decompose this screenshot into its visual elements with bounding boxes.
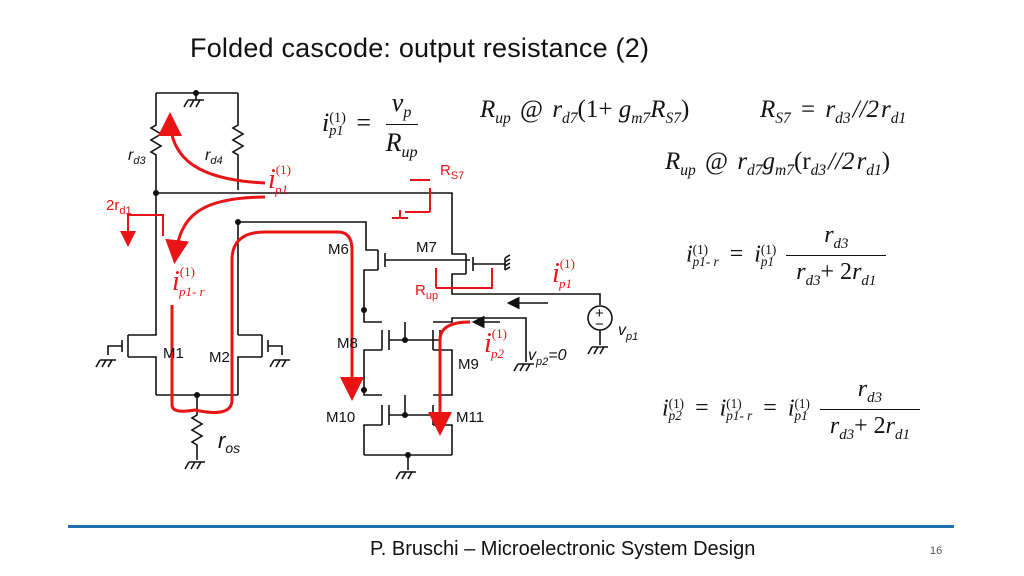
- circuit-nodes: [153, 90, 411, 458]
- transistor-m1: [107, 335, 129, 357]
- label-m11: M11: [456, 409, 484, 426]
- source-plus: +: [595, 305, 604, 322]
- label-rd4: rd4: [205, 147, 223, 167]
- label-m8: M8: [337, 335, 358, 352]
- transistor-m6: [377, 250, 470, 270]
- label-rup: Rup: [415, 282, 438, 302]
- label-ip2: i(1)p2: [484, 326, 507, 361]
- current-path-rd3: [158, 112, 266, 185]
- resistor-rd4: [231, 93, 245, 190]
- slide-title: Folded cascode: output resistance (2): [190, 33, 650, 63]
- label-m10: M10: [326, 409, 355, 426]
- equation-rup-final: Rup @ rd7gm7(rd3//2rd1): [665, 148, 891, 179]
- resistor-rd3: [149, 93, 163, 193]
- impedance-markers: [128, 179, 493, 289]
- label-vp2: vp2=0: [528, 347, 567, 368]
- ground-icon: [183, 93, 204, 108]
- current-path-ip1r: [165, 195, 266, 264]
- source-minus: −: [595, 316, 604, 333]
- label-ros: ros: [218, 428, 240, 456]
- resistor-ros: [190, 395, 204, 460]
- label-m6: M6: [328, 241, 349, 258]
- page-number: 16: [930, 545, 943, 557]
- label-m2: M2: [209, 349, 230, 366]
- current-path-m9-m11: [428, 320, 471, 436]
- footer-divider: [68, 525, 954, 528]
- transistor-m9: [432, 317, 527, 362]
- transistor-m8: [363, 310, 440, 390]
- current-paths: [158, 112, 471, 436]
- transistor-m11: [432, 390, 453, 455]
- ground-icon: [184, 461, 205, 470]
- label-m1: M1: [163, 345, 184, 362]
- transistor-m2: [237, 334, 283, 395]
- transistor-m7: [465, 254, 511, 274]
- label-ip1-left: i(1)p1: [268, 162, 291, 197]
- equation-rs7: RS7 = rd3//2rd1: [760, 96, 907, 127]
- label-m7: M7: [416, 239, 437, 256]
- label-2rd1: 2rd1: [106, 197, 132, 217]
- footer-text: P. Bruschi – Microelectronic System Desi…: [370, 538, 756, 560]
- label-m9: M9: [458, 356, 479, 373]
- equation-ip1: i(1)p1 = vp Rup: [322, 88, 418, 162]
- eq1-fraction: vp Rup: [385, 88, 418, 162]
- transistor-m10: [363, 390, 440, 455]
- label-rd3: rd3: [128, 147, 146, 167]
- label-rs7: RS7: [440, 162, 464, 182]
- eq1-lhs: i(1)p1: [322, 108, 346, 140]
- equation-ip2: i(1)p2 = i(1)p1- r = i(1)p1 rd3 rd3+ 2rd…: [662, 376, 924, 444]
- current-path-loop: [170, 230, 364, 414]
- equation-rup-approx: Rup @ rd7(1+ gm7RS7): [480, 96, 690, 127]
- label-ip1r: i(1)p1- r: [172, 264, 206, 299]
- label-ip1-right: i(1)p1: [552, 256, 575, 291]
- equation-ip1r: i(1)p1- r = i(1)p1 rd3 rd3+ 2rd1: [686, 222, 890, 290]
- label-vp1: vp1: [618, 322, 638, 343]
